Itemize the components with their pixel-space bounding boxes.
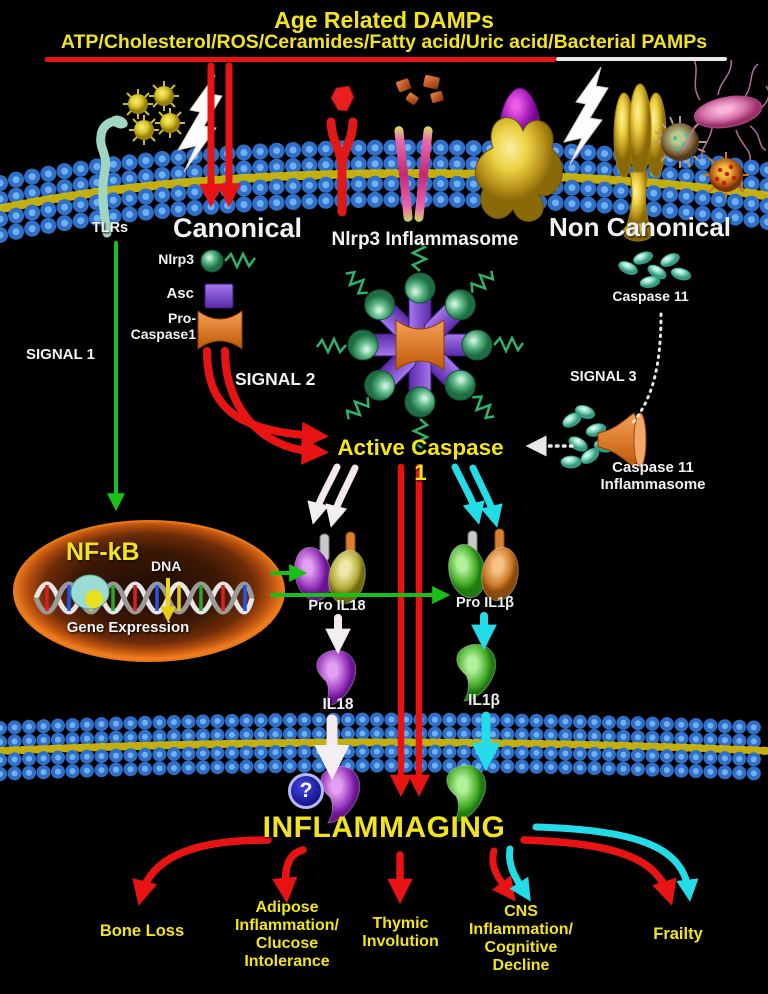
- signal1-label: SIGNAL 1: [26, 346, 95, 363]
- inflammaging-to-bone-loss-arrow: [132, 836, 272, 906]
- outcome-adipose-label: Adipose Inflammation/ Clucose Intoleranc…: [234, 899, 339, 970]
- non-canonical-label: Non Canonical: [548, 212, 731, 242]
- gene-expression-label: Gene Expression: [66, 619, 190, 636]
- signal3-dotted-path: [628, 312, 663, 428]
- caspase1-to-pro-il1b-arrows: [451, 463, 503, 528]
- nlrp3-protein-icon: [200, 249, 256, 273]
- caspase11-label: Caspase 11: [612, 288, 689, 304]
- signal2-label: SIGNAL 2: [235, 369, 316, 389]
- outcome-cns-label: CNS Inflammation/ Cognitive Decline: [468, 903, 573, 974]
- canonical-label: Canonical: [172, 213, 303, 243]
- tlr-receptor: [96, 115, 128, 238]
- nlrp3-yellow-receptor: [474, 117, 563, 222]
- pro-il1b-label: Pro IL1β: [456, 595, 514, 611]
- question-mark-icon: ?: [299, 779, 313, 802]
- pro-caspase1-icon: [197, 310, 243, 350]
- active-caspase1-label: Active Caspase 1: [337, 435, 504, 486]
- nlrp3-inflammasome-wheel: [315, 240, 525, 450]
- caspase11-inflammasome-icon: [560, 405, 647, 469]
- outcome-thymic-label: Thymic Involution: [362, 915, 439, 950]
- active-caspase1-to-inflammaging-arrows: [389, 463, 431, 797]
- pro-caspase1-label: Pro- Caspase1: [130, 310, 196, 342]
- il18-label: IL18: [322, 696, 354, 713]
- damps-underline-red: [45, 57, 556, 62]
- inflammaging-to-adipose-arrow: [271, 846, 307, 904]
- inflammaging-to-frailty-arrow-red: [520, 836, 677, 906]
- page-subtitle: ATP/Cholesterol/ROS/Ceramides/Fatty acid…: [60, 31, 708, 53]
- pro-il1b-complex: [448, 528, 519, 602]
- plasma-membrane-bottom: [0, 712, 768, 781]
- outcome-bone-loss-label: Bone Loss: [99, 922, 185, 940]
- canonical-stimulus-arrows: [199, 62, 241, 208]
- pro-il18-label: Pro IL18: [308, 598, 366, 614]
- caspase11-inflammasome-label: Caspase 11 Inflammasome: [600, 459, 706, 493]
- outcome-frailty-label: Frailty: [653, 925, 703, 943]
- asc-label: Asc: [166, 285, 194, 302]
- cholesterol-crystals-icon: [396, 75, 444, 105]
- inflammaging-label: INFLAMMAGING: [262, 811, 506, 844]
- tlrs-label: TLRs: [91, 220, 129, 236]
- nlrp3-inflammasome-label: Nlrp3 Inflammasome: [331, 229, 519, 250]
- nfkb-protein-core: [85, 590, 103, 608]
- nfkb-label: NF-kB: [66, 538, 140, 566]
- damp-particles-icon: [123, 81, 185, 145]
- inflammaging-to-cns-arrow-cyan: [506, 845, 531, 902]
- signal3-label: SIGNAL 3: [570, 369, 637, 385]
- pamps-underline-white: [556, 57, 727, 61]
- pink-forked-receptor: [394, 126, 433, 222]
- non-canonical-channel: [613, 83, 667, 242]
- dna-label: DNA: [151, 558, 182, 574]
- virus-spiky-icon: [703, 152, 749, 198]
- inflammaging-to-cns-arrow-red: [489, 847, 516, 902]
- page-title: Age Related DAMPs: [274, 7, 494, 33]
- il1b-label: IL1β: [468, 692, 500, 709]
- nfkb-nucleus: [13, 520, 285, 662]
- bacterium-rod-icon: [681, 59, 768, 161]
- inflammaging-to-frailty-arrow-cyan: [532, 823, 699, 902]
- signal2-arrows: [203, 347, 329, 465]
- caspase11-protein-icon: [618, 251, 692, 289]
- pro-il18-complex: [294, 531, 366, 605]
- unknown-question-badge: ?: [288, 773, 324, 809]
- asc-protein-icon: [204, 283, 234, 309]
- nlrp3-label: Nlrp3: [158, 251, 194, 267]
- red-y-receptor: [326, 85, 358, 217]
- caspase1-to-pro-il18-arrows: [307, 463, 359, 528]
